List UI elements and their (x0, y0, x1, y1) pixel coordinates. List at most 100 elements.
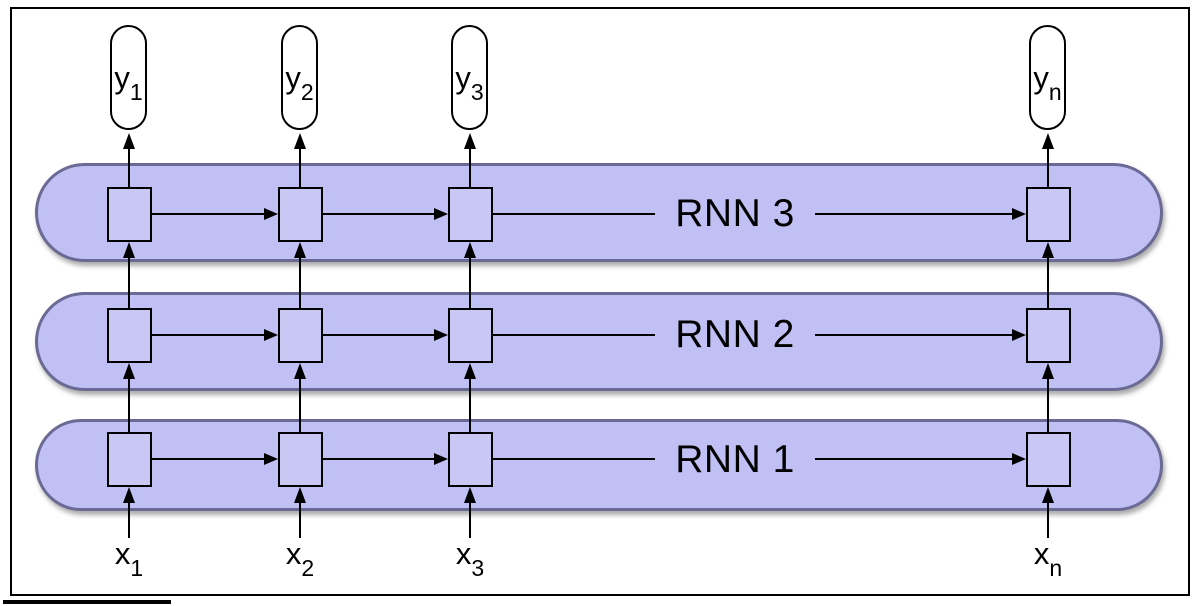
rnn-cell-l1-t1 (107, 432, 152, 487)
arrow-xn-to-l1tn-line (1047, 502, 1049, 538)
input-label-x2-base: x (285, 536, 302, 571)
arrow-l3t3-to-y3-line (469, 148, 471, 187)
rnn-cell-l1-tn (1026, 432, 1071, 487)
input-label-xn-sub: n (1049, 555, 1063, 582)
arrow-l2tn-to-l3tn-head (1042, 242, 1054, 258)
rnn-cell-l3-t3 (448, 187, 493, 242)
input-label-xn-text: xn (1033, 536, 1062, 580)
input-label-x1-text: x1 (114, 536, 143, 580)
output-label-y1-sub: 1 (129, 78, 143, 105)
arrow-l1t2-to-l2t2-head (294, 363, 306, 379)
arrow-l3tn-to-yn-line (1047, 148, 1049, 187)
output-node-yn: yn (1029, 25, 1066, 130)
arrow-l3-label-to-tn-head (1012, 208, 1026, 220)
input-label-x2: x2 (265, 536, 335, 580)
output-node-y1: y1 (110, 25, 147, 130)
arrow-x3-to-l1t3-head (464, 487, 476, 503)
arrow-l2-t2-t3-head (434, 329, 448, 341)
rnn-cell-l1-t3 (448, 432, 493, 487)
arrow-l1tn-to-l2tn-line (1047, 378, 1049, 432)
rnn-cell-l3-t1 (107, 187, 152, 242)
rnn-cell-l2-t2 (278, 308, 323, 363)
arrow-l3-t1-t2-head (264, 208, 278, 220)
input-label-x1: x1 (94, 536, 164, 580)
arrow-l1t1-to-l2t1-line (128, 378, 130, 432)
arrow-l3t1-to-y1-line (128, 148, 130, 187)
arrow-l3-t2-t3-head (434, 208, 448, 220)
arrow-l3-t2-t3-line (323, 213, 436, 215)
arrow-l2t3-to-l3t3-head (464, 242, 476, 258)
output-label-y1-base: y (114, 59, 130, 95)
arrow-l1t1-to-l2t1-head (123, 363, 135, 379)
input-label-x1-sub: 1 (130, 555, 144, 582)
rnn-layer-1-band (35, 419, 1163, 511)
arrow-l2t1-to-l3t1-head (123, 242, 135, 258)
output-label-yn-sub: n (1048, 78, 1062, 105)
arrow-l1-t1-t2-line (152, 458, 266, 460)
footnote-rule (3, 600, 171, 604)
output-label-y3-sub: 3 (470, 78, 484, 105)
arrow-l1t3-to-l2t3-line (469, 378, 471, 432)
input-label-xn-base: x (1033, 536, 1050, 571)
input-label-x2-sub: 2 (301, 555, 315, 582)
arrow-l2-label-to-tn-head (1012, 329, 1026, 341)
arrow-l2t3-to-l3t3-line (469, 257, 471, 308)
arrow-x2-to-l1t2-line (299, 502, 301, 538)
output-label-yn: yn (1033, 59, 1061, 104)
arrow-l3-t3-to-label-line (493, 213, 655, 215)
arrow-xn-to-l1tn-head (1042, 487, 1054, 503)
arrow-l3-t1-t2-line (152, 213, 266, 215)
arrow-l1-t2-t3-line (323, 458, 436, 460)
arrow-l3t3-to-y3-head (464, 133, 476, 149)
input-label-x1-base: x (114, 536, 131, 571)
arrow-l3tn-to-yn-head (1042, 133, 1054, 149)
arrow-l1-label-to-tn-head (1012, 453, 1026, 465)
arrow-x3-to-l1t3-line (469, 502, 471, 538)
arrow-l2-t1-t2-head (264, 329, 278, 341)
output-label-y3: y3 (455, 59, 483, 104)
output-label-yn-base: y (1033, 59, 1049, 95)
rnn-layer-3-label: RNN 3 (675, 192, 795, 235)
rnn-cell-l1-t2 (278, 432, 323, 487)
arrow-l1t2-to-l2t2-line (299, 378, 301, 432)
arrow-x1-to-l1t1-head (123, 487, 135, 503)
rnn-cell-l3-tn (1026, 187, 1071, 242)
arrow-l3-label-to-tn-line (815, 213, 1014, 215)
arrow-l1-t2-t3-head (434, 453, 448, 465)
arrow-l2-t2-t3-line (323, 334, 436, 336)
arrow-x1-to-l1t1-line (128, 502, 130, 538)
output-label-y2: y2 (285, 59, 313, 104)
arrow-l2t2-to-l3t2-head (294, 242, 306, 258)
arrow-l3t2-to-y2-head (294, 133, 306, 149)
input-label-x3-sub: 3 (471, 555, 485, 582)
arrow-l1-label-to-tn-line (815, 458, 1014, 460)
rnn-cell-l2-t3 (448, 308, 493, 363)
arrow-l2-t3-to-label-line (493, 334, 655, 336)
arrow-l3t1-to-y1-head (123, 133, 135, 149)
output-label-y1: y1 (114, 59, 142, 104)
input-label-xn: xn (1013, 536, 1083, 580)
arrow-l3t2-to-y2-line (299, 148, 301, 187)
arrow-l1-t3-to-label-line (493, 458, 655, 460)
rnn-cell-l2-t1 (107, 308, 152, 363)
rnn-cell-l2-tn (1026, 308, 1071, 363)
arrow-l2tn-to-l3tn-line (1047, 257, 1049, 308)
arrow-l2-t1-t2-line (152, 334, 266, 336)
output-label-y3-base: y (455, 59, 471, 95)
arrow-l2t2-to-l3t2-line (299, 257, 301, 308)
arrow-l1t3-to-l2t3-head (464, 363, 476, 379)
output-label-y2-base: y (285, 59, 301, 95)
rnn-layer-2-band (35, 292, 1163, 391)
arrow-l1-t1-t2-head (264, 453, 278, 465)
rnn-layer-2-label: RNN 2 (675, 313, 795, 356)
input-label-x2-text: x2 (285, 536, 314, 580)
arrow-l2-label-to-tn-line (815, 334, 1014, 336)
arrow-l2t1-to-l3t1-line (128, 257, 130, 308)
output-label-y2-sub: 2 (300, 78, 314, 105)
rnn-layer-1-label: RNN 1 (675, 438, 795, 481)
input-label-x3: x3 (435, 536, 505, 580)
rnn-cell-l3-t2 (278, 187, 323, 242)
rnn-layer-3-band (35, 163, 1163, 262)
arrow-l1tn-to-l2tn-head (1042, 363, 1054, 379)
